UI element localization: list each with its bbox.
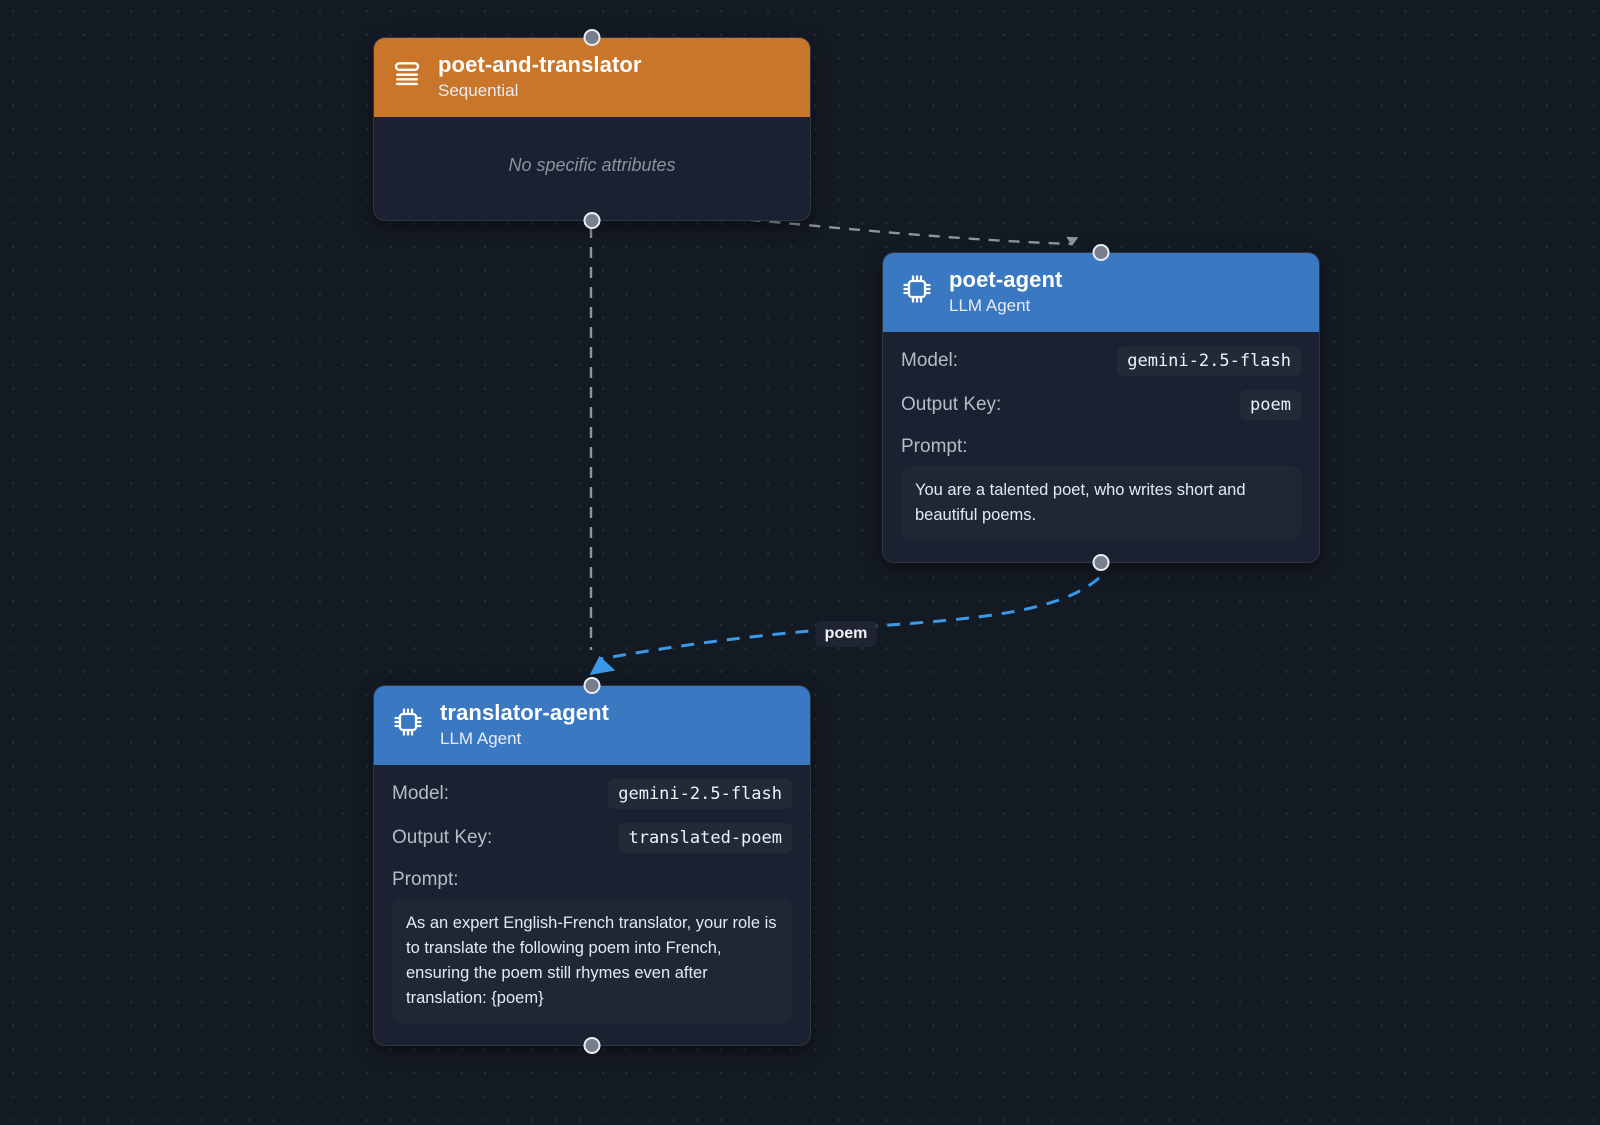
handle-source-bottom[interactable] bbox=[1092, 554, 1110, 571]
attr-row-output-key: Output Key: poem bbox=[901, 389, 1301, 420]
handle-source-bottom[interactable] bbox=[583, 1037, 601, 1055]
prompt-text[interactable]: As an expert English-French translator, … bbox=[392, 898, 792, 1024]
sequential-list-icon bbox=[392, 59, 422, 94]
model-label: Model: bbox=[901, 349, 959, 371]
output-key-value[interactable]: translated-poem bbox=[618, 822, 792, 853]
empty-attributes-text: No specific attributes bbox=[508, 154, 676, 175]
prompt-text[interactable]: You are a talented poet, who writes shor… bbox=[901, 465, 1301, 540]
node-poet-and-translator[interactable]: poet-and-translator Sequential No specif… bbox=[373, 29, 811, 229]
output-key-label: Output Key: bbox=[392, 826, 493, 848]
attr-row-output-key: Output Key: translated-poem bbox=[392, 822, 792, 853]
attr-row-model: Model: gemini-2.5-flash bbox=[392, 778, 792, 809]
handle-target-top[interactable] bbox=[583, 677, 601, 694]
prompt-label: Prompt: bbox=[901, 435, 968, 457]
node-body: Model: gemini-2.5-flash Output Key: tran… bbox=[374, 765, 810, 1045]
node-header: poet-agent LLM Agent bbox=[883, 253, 1319, 332]
node-translator-agent[interactable]: translator-agent LLM Agent Model: gemini… bbox=[373, 677, 811, 1055]
edge-label-poem[interactable]: poem bbox=[815, 621, 877, 647]
node-body: Model: gemini-2.5-flash Output Key: poem… bbox=[883, 332, 1319, 562]
node-header: poet-and-translator Sequential bbox=[374, 38, 810, 117]
node-title: poet-agent bbox=[949, 267, 1063, 292]
node-subtitle: LLM Agent bbox=[949, 296, 1031, 316]
prompt-label: Prompt: bbox=[392, 868, 459, 890]
node-title: poet-and-translator bbox=[438, 52, 642, 77]
node-title: translator-agent bbox=[440, 700, 610, 725]
output-key-label: Output Key: bbox=[901, 393, 1002, 415]
node-header: translator-agent LLM Agent bbox=[374, 686, 810, 765]
model-value[interactable]: gemini-2.5-flash bbox=[1117, 345, 1301, 376]
handle-target-top[interactable] bbox=[583, 29, 601, 46]
handle-source-bottom[interactable] bbox=[583, 211, 601, 229]
node-body: No specific attributes bbox=[374, 117, 810, 220]
node-subtitle: LLM Agent bbox=[440, 729, 522, 749]
handle-target-top[interactable] bbox=[1092, 244, 1110, 261]
node-poet-agent[interactable]: poet-agent LLM Agent Model: gemini-2.5-f… bbox=[882, 244, 1320, 571]
cpu-chip-icon bbox=[392, 706, 424, 743]
output-key-value[interactable]: poem bbox=[1240, 389, 1301, 420]
model-value[interactable]: gemini-2.5-flash bbox=[608, 778, 792, 809]
node-subtitle: Sequential bbox=[438, 81, 519, 101]
model-label: Model: bbox=[392, 782, 450, 804]
attr-row-model: Model: gemini-2.5-flash bbox=[901, 345, 1301, 376]
cpu-chip-icon bbox=[901, 273, 933, 310]
